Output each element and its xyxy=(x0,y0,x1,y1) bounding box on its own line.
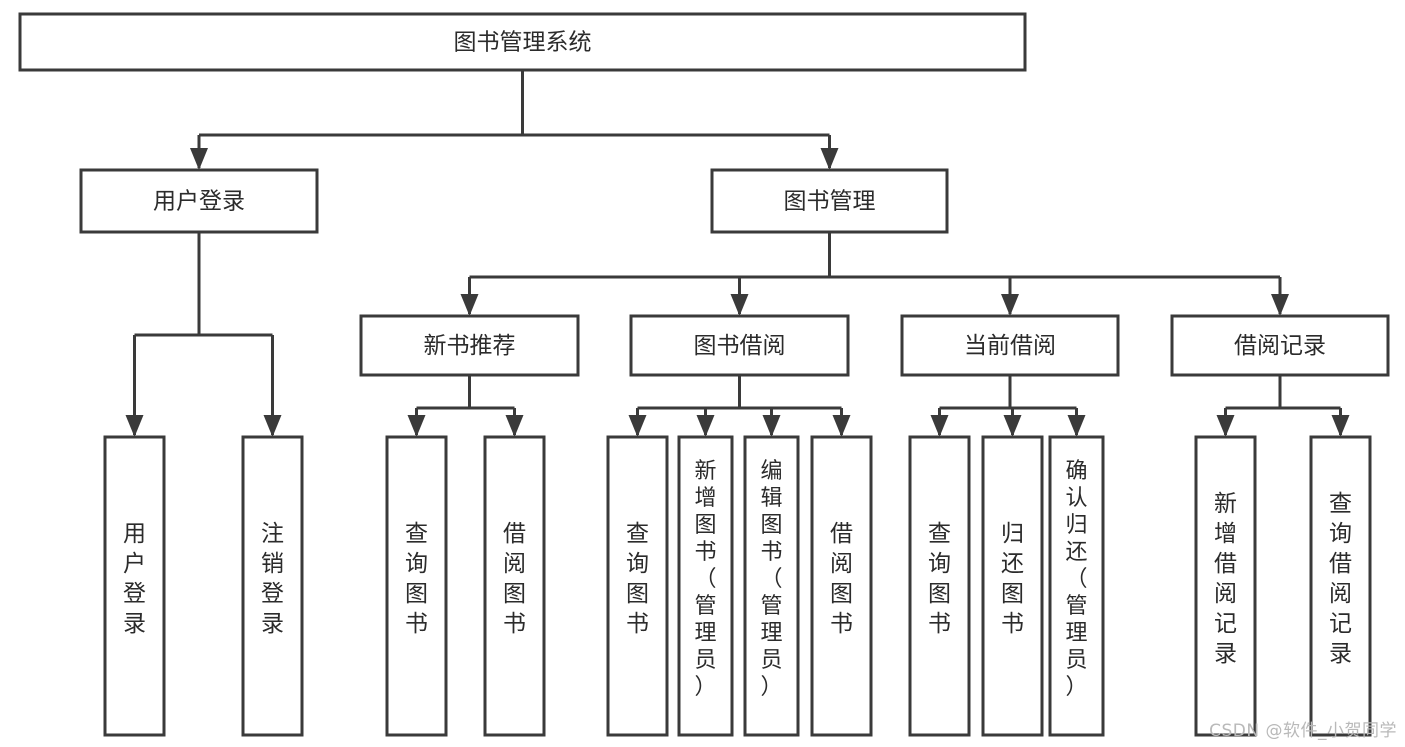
arrow-to-leaf-edit-book-admin xyxy=(762,415,781,437)
arrow-to-leaf-add-book-admin xyxy=(696,415,715,437)
node-label-borrow-record: 借阅记录 xyxy=(1234,333,1326,359)
arrow-to-leaf-user-logout xyxy=(263,415,282,437)
edges-layer xyxy=(125,70,1350,437)
node-label-leaf-add-borrow-record: 新增借阅记录 xyxy=(1214,491,1237,667)
node-leaf-query-borrow-record[interactable]: 查询借阅记录 xyxy=(1309,435,1372,737)
node-box-leaf-query-book-3 xyxy=(908,435,971,737)
node-label-leaf-user-login: 用户登录 xyxy=(123,521,146,637)
node-leaf-add-borrow-record[interactable]: 新增借阅记录 xyxy=(1194,435,1257,737)
arrow-to-leaf-query-borrow-record xyxy=(1331,415,1350,437)
node-label-book-manage: 图书管理 xyxy=(784,189,876,215)
arrow-to-leaf-borrow-book-2 xyxy=(832,415,851,437)
node-root[interactable]: 图书管理系统 xyxy=(18,12,1027,72)
arrow-to-new-book-rec xyxy=(460,294,479,316)
node-leaf-confirm-return-admin[interactable]: 确认归还（管理员） xyxy=(1048,435,1105,737)
node-box-leaf-user-logout xyxy=(241,435,304,737)
node-box-user-login xyxy=(79,168,319,234)
node-new-book-rec[interactable]: 新书推荐 xyxy=(359,314,580,377)
node-box-book-borrow xyxy=(629,314,850,377)
node-label-leaf-query-borrow-record: 查询借阅记录 xyxy=(1329,491,1352,667)
node-leaf-user-logout[interactable]: 注销登录 xyxy=(241,435,304,737)
node-box-leaf-add-book-admin xyxy=(677,435,734,737)
node-user-login[interactable]: 用户登录 xyxy=(79,168,319,234)
nodes-layer: 图书管理系统用户登录图书管理新书推荐图书借阅当前借阅借阅记录用户登录注销登录查询… xyxy=(18,12,1390,737)
node-box-root xyxy=(18,12,1027,72)
node-leaf-borrow-book-2[interactable]: 借阅图书 xyxy=(810,435,873,737)
node-book-manage[interactable]: 图书管理 xyxy=(710,168,949,234)
node-borrow-record[interactable]: 借阅记录 xyxy=(1170,314,1390,377)
arrow-to-book-borrow xyxy=(730,294,749,316)
node-box-leaf-edit-book-admin xyxy=(743,435,800,737)
node-label-leaf-query-book-1: 查询图书 xyxy=(405,521,428,637)
node-box-leaf-add-borrow-record xyxy=(1194,435,1257,737)
node-label-leaf-confirm-return-admin: 确认归还（管理员） xyxy=(1065,459,1087,700)
node-label-new-book-rec: 新书推荐 xyxy=(424,333,516,359)
node-leaf-return-book[interactable]: 归还图书 xyxy=(981,435,1044,737)
node-current-borrow[interactable]: 当前借阅 xyxy=(900,314,1120,377)
node-label-user-login: 用户登录 xyxy=(153,189,245,215)
node-box-leaf-borrow-book-1 xyxy=(483,435,546,737)
arrow-to-book-manage xyxy=(820,148,839,170)
arrow-to-leaf-query-book-2 xyxy=(628,415,647,437)
node-leaf-query-book-1[interactable]: 查询图书 xyxy=(385,435,448,737)
node-label-leaf-query-book-3: 查询图书 xyxy=(928,521,951,637)
csdn-watermark: CSDN @软件_小贺同学 xyxy=(1209,721,1397,741)
node-box-leaf-query-book-1 xyxy=(385,435,448,737)
node-leaf-query-book-2[interactable]: 查询图书 xyxy=(606,435,669,737)
node-leaf-add-book-admin[interactable]: 新增图书（管理员） xyxy=(677,435,734,737)
node-label-leaf-query-book-2: 查询图书 xyxy=(626,521,649,637)
node-box-leaf-confirm-return-admin xyxy=(1048,435,1105,737)
node-box-borrow-record xyxy=(1170,314,1390,377)
node-leaf-borrow-book-1[interactable]: 借阅图书 xyxy=(483,435,546,737)
node-label-leaf-return-book: 归还图书 xyxy=(1001,521,1024,637)
arrow-to-user-login xyxy=(190,148,208,170)
arrow-to-leaf-query-book-1 xyxy=(407,415,426,437)
arrow-to-leaf-confirm-return-admin xyxy=(1067,415,1086,437)
node-label-leaf-borrow-book-2: 借阅图书 xyxy=(830,521,853,637)
arrow-to-leaf-user-login xyxy=(125,415,144,437)
arrow-to-leaf-query-book-3 xyxy=(930,415,949,437)
node-box-leaf-query-book-2 xyxy=(606,435,669,737)
arrow-to-borrow-record xyxy=(1271,294,1289,316)
node-label-current-borrow: 当前借阅 xyxy=(964,333,1056,359)
node-box-leaf-return-book xyxy=(981,435,1044,737)
node-label-leaf-user-logout: 注销登录 xyxy=(261,521,284,637)
node-label-leaf-borrow-book-1: 借阅图书 xyxy=(503,521,526,637)
node-box-current-borrow xyxy=(900,314,1120,377)
node-box-book-manage xyxy=(710,168,949,234)
node-box-leaf-user-login xyxy=(103,435,166,737)
node-box-leaf-query-borrow-record xyxy=(1309,435,1372,737)
node-label-root: 图书管理系统 xyxy=(454,30,592,56)
arrow-to-leaf-add-borrow-record xyxy=(1216,415,1235,437)
node-label-leaf-edit-book-admin: 编辑图书（管理员） xyxy=(760,459,782,700)
node-book-borrow[interactable]: 图书借阅 xyxy=(629,314,850,377)
node-leaf-edit-book-admin[interactable]: 编辑图书（管理员） xyxy=(743,435,800,737)
arrow-to-leaf-return-book xyxy=(1003,415,1022,437)
node-label-book-borrow: 图书借阅 xyxy=(694,333,786,359)
node-leaf-user-login[interactable]: 用户登录 xyxy=(103,435,166,737)
node-box-leaf-borrow-book-2 xyxy=(810,435,873,737)
arrow-to-current-borrow xyxy=(1001,294,1019,316)
node-leaf-query-book-3[interactable]: 查询图书 xyxy=(908,435,971,737)
node-box-new-book-rec xyxy=(359,314,580,377)
node-label-leaf-add-book-admin: 新增图书（管理员） xyxy=(694,459,716,700)
arrow-to-leaf-borrow-book-1 xyxy=(505,415,524,437)
